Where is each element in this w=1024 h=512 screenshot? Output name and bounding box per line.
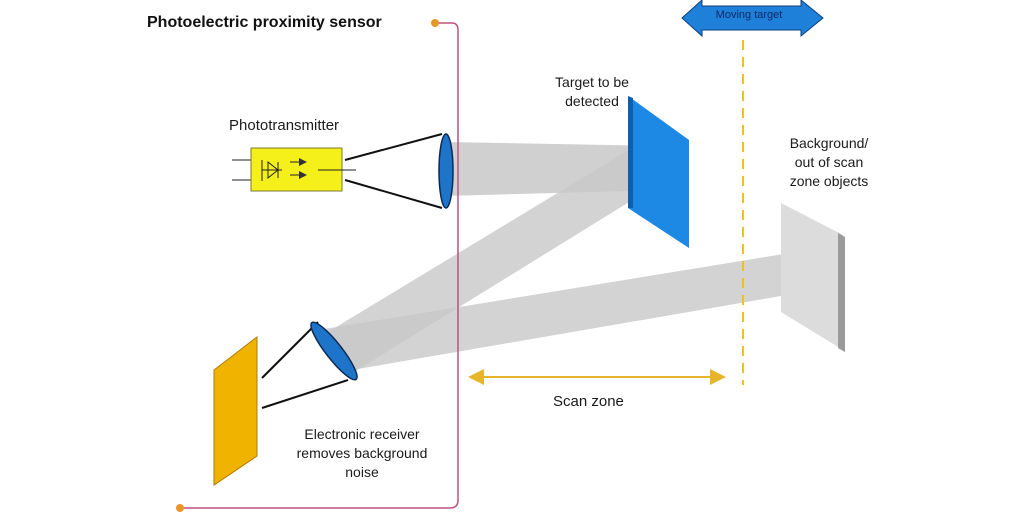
target-plate	[628, 96, 689, 248]
transmitter-cone	[344, 133, 443, 209]
housing-dot-top	[431, 19, 439, 27]
background-plate	[781, 203, 843, 350]
phototransmitter-label: Phototransmitter	[229, 117, 340, 134]
moving-target-arrow	[681, 0, 824, 38]
background-plate-edge	[838, 233, 845, 352]
housing-dot-bottom	[176, 504, 184, 512]
target-label: Target to be detected	[555, 74, 629, 109]
receiver-lens	[310, 321, 358, 381]
diagram-title: Photoelectric proximity sensor	[147, 14, 382, 31]
receiver-cone	[261, 321, 349, 409]
transmitter-lens	[438, 133, 454, 209]
receiver-plate	[213, 335, 258, 486]
background-label: Background/ out of scan zone objects	[789, 135, 869, 189]
moving-target-label: Moving target	[715, 9, 783, 21]
target-plate-edge	[628, 96, 633, 208]
sensor-housing	[180, 22, 459, 509]
scan-zone-label: Scan zone	[553, 393, 624, 410]
beam-background	[318, 250, 816, 370]
receiver-label: Electronic receiver removes background n…	[296, 426, 428, 480]
led-symbol-icon	[261, 158, 356, 181]
